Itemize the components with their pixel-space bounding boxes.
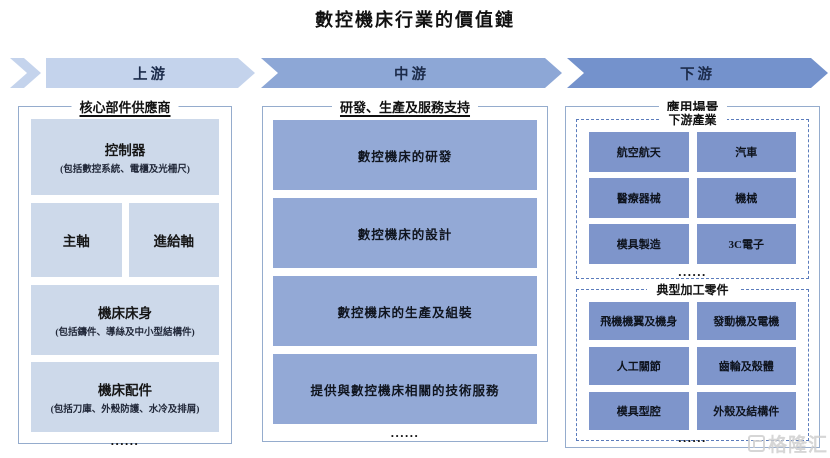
upstream-box-pair: 主軸 進給軸 [31, 203, 219, 277]
downstream-column: 應用場景 下游產業 航空航天 汽車 醫療器械 機械 模具製造 3C電子 ....… [565, 97, 820, 448]
industry-machinery: 機械 [696, 178, 796, 218]
box-title: 機床配件 [98, 383, 152, 398]
upstream-column: 核心部件供應商 控制器 (包括數控系統、電櫃及光柵尺) 主軸 進給軸 機床床身 … [18, 97, 232, 447]
industry-medical-devices: 醫療器械 [589, 178, 689, 218]
box-subtitle: (包括刀庫、外殼防護、水冷及排屑) [50, 405, 200, 415]
stage-label-midstream: 中游 [394, 66, 429, 83]
industry-aerospace: 航空航天 [589, 132, 689, 172]
upstream-box-controller: 控制器 (包括數控系統、電櫃及光柵尺) [31, 119, 219, 195]
midstream-box-rd: 數控機床的研發 [273, 120, 537, 190]
typical-parts-grid: 飛機機翼及機身 發動機及電機 人工關節 齒輪及殼體 模具型腔 外殼及結構件 [589, 302, 796, 430]
stage-label-downstream: 下游 [680, 66, 715, 83]
box-title: 主軸 [62, 234, 90, 249]
midstream-box-design: 數控機床的設計 [273, 198, 537, 268]
part-engine-motor: 發動機及電機 [696, 302, 796, 340]
upstream-header: 核心部件供應商 [71, 97, 179, 116]
industry-automotive: 汽車 [696, 132, 796, 172]
midstream-header: 研發、生產及服務支持 [331, 97, 479, 116]
downstream-industries-grid: 航空航天 汽車 醫療器械 機械 模具製造 3C電子 [589, 132, 796, 264]
midstream-column: 研發、生產及服務支持 數控機床的研發 數控機床的設計 數控機床的生產及組裝 提供… [262, 97, 548, 442]
part-mold-cavity: 模具型腔 [589, 392, 689, 430]
stage-banner-downstream: 下游 [567, 58, 828, 88]
part-aircraft-wing-fuselage: 飛機機翼及機身 [589, 302, 689, 340]
box-title: 進給軸 [153, 234, 195, 249]
midstream-box-production: 數控機床的生產及組裝 [273, 276, 537, 346]
chevron-lead-icon [10, 58, 41, 88]
part-artificial-joint: 人工關節 [589, 347, 689, 385]
gelonghui-logo-inner [752, 440, 762, 448]
industries-ellipsis: ...... [678, 267, 707, 279]
watermark: 格隆汇 [747, 430, 828, 457]
upstream-box-machine-bed: 機床床身 (包括鑄件、導絲及中小型結構件) [31, 285, 219, 355]
typical-parts-title: 典型加工零件 [646, 281, 739, 298]
midstream-box-services: 提供與數控機床相關的技術服務 [273, 354, 537, 424]
typical-parts-ellipsis: ...... [678, 433, 707, 445]
midstream-ellipsis: ...... [390, 428, 420, 440]
part-shell-structural: 外殼及結構件 [696, 392, 796, 430]
upstream-box-feed-axis: 進給軸 [128, 203, 219, 277]
typical-parts-group: 典型加工零件 飛機機翼及機身 發動機及電機 人工關節 齒輪及殼體 模具型腔 外殼… [576, 281, 809, 444]
box-subtitle: (包括鑄件、導絲及中小型結構件) [55, 328, 195, 338]
box-title: 控制器 [104, 143, 146, 158]
downstream-industries-title: 下游產業 [658, 111, 727, 128]
industry-mold-manufacturing: 模具製造 [589, 224, 689, 264]
stage-label-upstream: 上游 [133, 66, 168, 83]
gelonghui-logo-icon [747, 435, 765, 452]
part-gear-housing: 齒輪及殼體 [696, 347, 796, 385]
downstream-industries-group: 下游產業 航空航天 汽車 醫療器械 機械 模具製造 3C電子 ...... [576, 111, 809, 279]
upstream-ellipsis: ...... [110, 436, 140, 448]
upstream-box-spindle: 主軸 [31, 203, 122, 277]
watermark-text: 格隆汇 [767, 435, 828, 456]
stage-banner-upstream: 上游 [46, 58, 255, 88]
industry-3c-electronics: 3C電子 [696, 224, 796, 264]
page-title: 數控機床行業的價值鏈 [315, 10, 515, 30]
box-subtitle: (包括數控系統、電櫃及光柵尺) [60, 165, 190, 175]
box-title: 機床床身 [98, 306, 152, 321]
value-chain-arrow-band: 上游 中游 下游 [0, 58, 830, 88]
stage-banner-midstream: 中游 [261, 58, 562, 88]
upstream-box-accessories: 機床配件 (包括刀庫、外殼防護、水冷及排屑) [31, 362, 219, 432]
